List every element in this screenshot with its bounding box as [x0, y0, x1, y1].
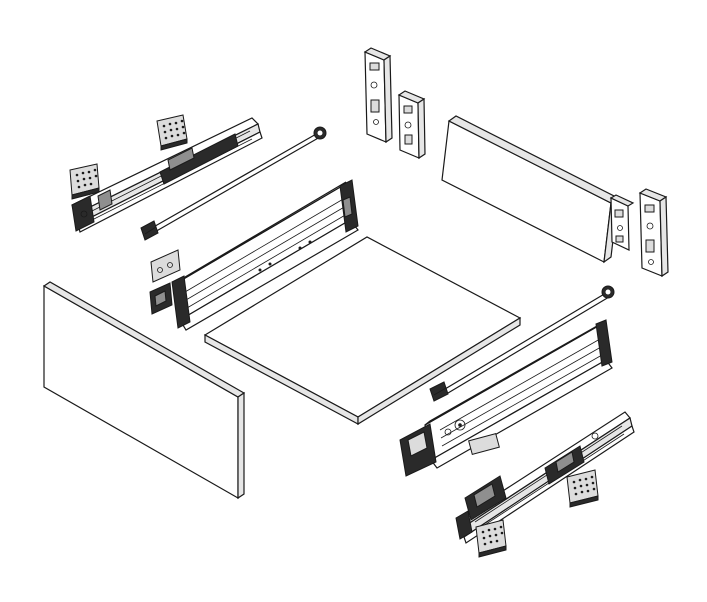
back-bracket-left-short — [397, 90, 426, 160]
right-stabilizer-rod — [429, 285, 615, 402]
left-front-bracket — [149, 249, 181, 315]
mounting-plate-left-top — [156, 114, 188, 151]
back-bracket-left-tall — [363, 47, 393, 144]
mounting-plate-left-bottom — [69, 163, 100, 200]
drawer-bottom — [203, 236, 522, 426]
left-runner — [71, 117, 263, 233]
back-bracket-right-short — [609, 194, 635, 251]
back-panel — [441, 115, 620, 264]
left-drawer-side — [171, 179, 359, 331]
right-runner — [455, 411, 635, 544]
mounting-plate-right-top — [566, 469, 599, 508]
left-stabilizer-rod — [140, 126, 327, 241]
back-bracket-right-tall — [638, 188, 669, 278]
front-panel — [42, 281, 246, 500]
right-drawer-side — [399, 319, 613, 477]
mounting-plate-right-bottom — [475, 519, 507, 558]
